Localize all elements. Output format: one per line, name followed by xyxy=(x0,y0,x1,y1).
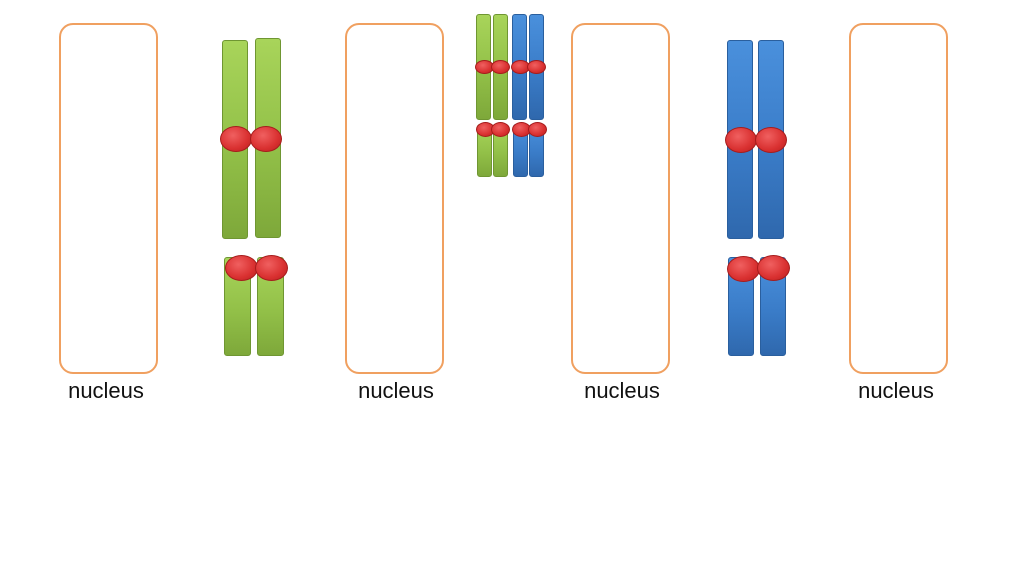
centromere xyxy=(527,60,546,74)
nucleus-label-3: nucleus xyxy=(584,378,660,403)
centromere xyxy=(225,255,258,281)
centromere xyxy=(757,255,790,281)
centromere xyxy=(755,127,787,153)
nucleus-4 xyxy=(849,23,948,374)
centromere xyxy=(491,60,510,74)
nucleus-2 xyxy=(345,23,444,374)
centromere xyxy=(250,126,282,152)
nucleus-1 xyxy=(59,23,158,374)
nucleus-label-4: nucleus xyxy=(858,378,934,403)
centromere xyxy=(491,122,510,137)
centromere xyxy=(220,126,252,152)
nucleus-label-2: nucleus xyxy=(358,378,434,403)
centromere xyxy=(528,122,547,137)
centromere xyxy=(725,127,757,153)
centromere xyxy=(255,255,288,281)
centromere xyxy=(727,256,760,282)
nucleus-label-1: nucleus xyxy=(68,378,144,403)
nucleus-3 xyxy=(571,23,670,374)
